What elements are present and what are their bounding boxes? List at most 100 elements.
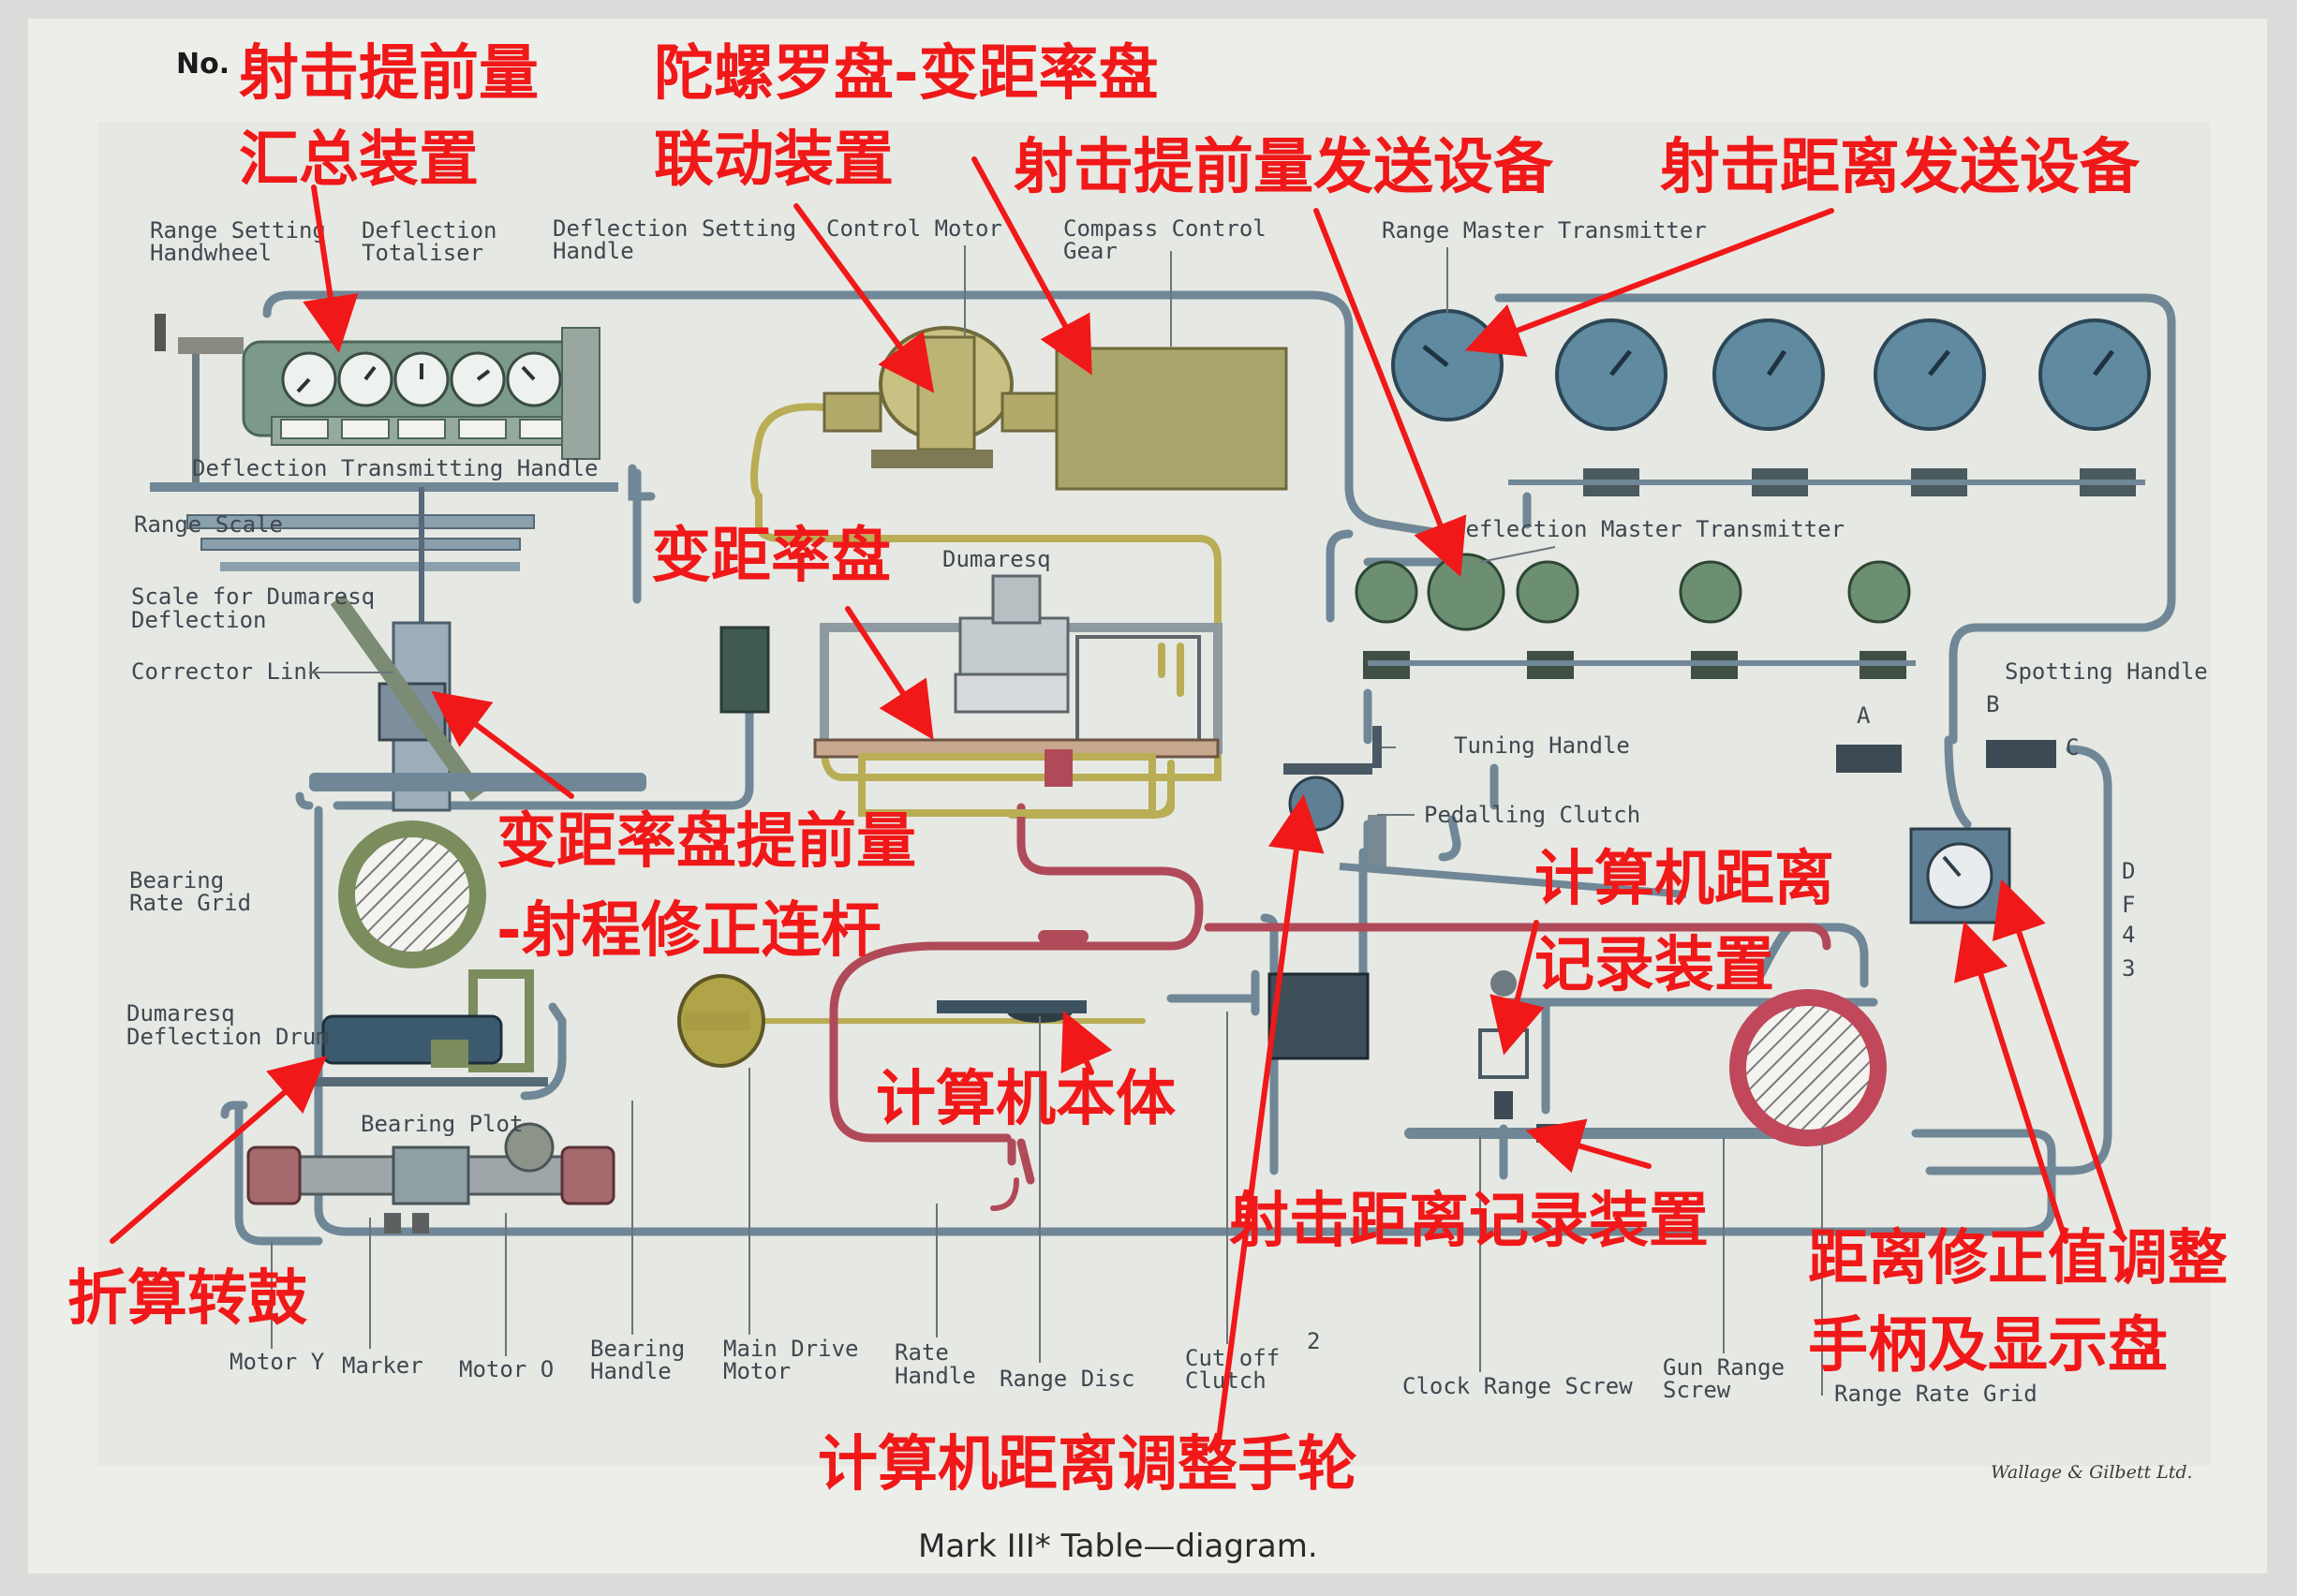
computer-main-box — [1267, 972, 1370, 1060]
drum-shaft — [520, 1002, 567, 1101]
label-pedalling-clutch: Pedalling Clutch — [1424, 802, 1640, 828]
annotation-dumaresq: 变距率盘 — [651, 522, 891, 591]
arrow-compass-gear — [971, 156, 1092, 376]
label-range-setting-handwheel-2: Handwheel — [150, 240, 272, 266]
range-transmitter-dials — [1391, 309, 2151, 496]
range-rate-grid-shape — [1729, 989, 1887, 1146]
label-compass-control-gear-1: Compass Control — [1063, 215, 1267, 242]
leader-lines — [271, 245, 1823, 1396]
label-3: 3 — [2122, 955, 2135, 982]
annotation-correction-handle-1: 距离修正值调整 — [1808, 1224, 2228, 1293]
chinese-annotations: 射击提前量 汇总装置 陀螺罗盘-变距率盘 联动装置 射击提前量发送设备 射击距离… — [67, 39, 2228, 1500]
red-loop — [829, 803, 1204, 1143]
label-rate-handle-1: Rate — [895, 1339, 949, 1366]
label-motor-y: Motor Y — [230, 1349, 325, 1375]
english-labels: No. Range Setting Handwheel Deflection T… — [126, 48, 2208, 1565]
label-a: A — [1857, 702, 1871, 729]
left-stub — [295, 791, 314, 810]
arrow-computer-range-recorder — [1489, 920, 1545, 1056]
arrow-range-handwheel — [1215, 794, 1325, 1450]
brass-pipe-top — [750, 403, 1222, 650]
label-bearing-plot: Bearing Plot — [361, 1111, 523, 1137]
deflection-drum-shape — [309, 1014, 548, 1086]
label-deflection-drum-2: Deflection Drum — [126, 1024, 330, 1050]
label-deflection-drum-1: Dumaresq — [126, 1000, 235, 1027]
deflection-totaliser — [150, 314, 618, 492]
counter-c — [1986, 740, 2056, 768]
annotation-computer-range-recorder-2: 记录装置 — [1534, 931, 1774, 1000]
arrow-gun-range-recorder — [1525, 1118, 1652, 1174]
label-f: F — [2122, 892, 2135, 918]
label-main-drive-motor-1: Main Drive — [723, 1336, 859, 1362]
main-drive-motor-shape — [677, 974, 1087, 1068]
annotation-correction-handle-2: 手柄及显示盘 — [1808, 1311, 2168, 1381]
corrector-lower-shaft — [333, 642, 754, 810]
annotation-compass-link-2: 联动装置 — [654, 126, 894, 195]
label-two: 2 — [1307, 1328, 1320, 1354]
label-deflection-transmitting-handle: Deflection Transmitting Handle — [192, 455, 598, 481]
annotation-corrector-link-1: 变距率盘提前量 — [496, 807, 916, 877]
range-setting-handwheel-shape — [178, 337, 244, 354]
label-b: B — [1986, 691, 1999, 717]
annotation-range-transmitter: 射击距离发送设备 — [1660, 133, 2141, 202]
arrow-dumaresq — [845, 606, 934, 741]
corrector-link-bar — [330, 594, 485, 802]
label-spotting-handle: Spotting Handle — [2005, 658, 2208, 685]
annotation-gun-range-recorder: 射击距离记录装置 — [1229, 1187, 1709, 1256]
spotting-handle-assembly — [1836, 740, 2056, 924]
label-bearing-handle-1: Bearing — [590, 1336, 685, 1362]
top-shaft — [262, 290, 1438, 537]
caption: Mark III* Table—diagram. — [918, 1528, 1318, 1565]
spotting-shaft — [1944, 735, 1972, 829]
label-main-drive-motor-2: Motor — [723, 1358, 791, 1384]
annotation-corrector-link-2: -射程修正连杆 — [496, 896, 882, 966]
label-range-master-transmitter: Range Master Transmitter — [1382, 217, 1707, 244]
label-rate-handle-2: Handle — [895, 1363, 976, 1389]
label-c: C — [2066, 734, 2079, 761]
lower-left-stub — [220, 1101, 248, 1119]
arrow-deflection-transmitter — [1313, 208, 1467, 578]
label-range-scale: Range Scale — [134, 511, 283, 538]
label-deflection-setting-handle-1: Deflection Setting — [553, 215, 796, 242]
right-lower-shaft — [1925, 745, 2112, 1175]
label-bearing-handle-2: Handle — [590, 1358, 672, 1384]
arrow-correction-dial — [1953, 921, 2068, 1244]
label-clock-range-screw: Clock Range Screw — [1402, 1373, 1633, 1399]
annotation-computer-body: 计算机本体 — [876, 1065, 1176, 1134]
label-motor-o: Motor O — [459, 1356, 554, 1382]
label-deflection-master-transmitter: Deflection Master Transmitter — [1452, 516, 1845, 542]
annotation-deflection-totaliser-2: 汇总装置 — [239, 126, 479, 195]
label-compass-control-gear-2: Gear — [1063, 238, 1118, 264]
dumaresq-shape — [813, 574, 1223, 817]
deflection-transmitter-dials — [1355, 553, 1916, 679]
red-drive-loop — [829, 803, 1831, 1211]
label-bearing-rate-grid-1: Bearing — [129, 867, 224, 894]
label-deflection-totaliser-2: Totaliser — [362, 240, 483, 266]
arrow-range-transmitter — [1464, 208, 1834, 357]
right-upper-shaft — [1494, 293, 2176, 745]
label-corrector-link: Corrector Link — [131, 658, 321, 685]
label-bearing-rate-grid-2: Rate Grid — [129, 890, 251, 916]
arrow-control-motor — [793, 203, 935, 393]
bearing-rate-grid-shape — [338, 820, 534, 1072]
label-scale-dumaresq-1: Scale for Dumaresq — [131, 584, 375, 610]
label-range-setting-handwheel-1: Range Setting — [150, 217, 326, 244]
label-control-motor: Control Motor — [826, 215, 1002, 242]
counter-a — [1836, 745, 1902, 773]
arrow-deflection-drum — [110, 1056, 328, 1244]
annotation-deflection-transmitter: 射击提前量发送设备 — [1014, 133, 1554, 202]
label-range-rate-grid: Range Rate Grid — [1834, 1381, 2038, 1407]
label-scale-dumaresq-2: Deflection — [131, 607, 267, 633]
annotation-compass-link-1: 陀螺罗盘-变距率盘 — [654, 39, 1159, 109]
arrow-computer-body — [1060, 1011, 1113, 1075]
label-gun-range-screw-2: Screw — [1663, 1377, 1731, 1403]
annotation-range-handwheel: 计算机距离调整手轮 — [818, 1430, 1357, 1500]
label-deflection-setting-handle-2: Handle — [553, 238, 634, 264]
number-label: No. — [176, 48, 230, 81]
bottom-loop — [314, 805, 2056, 1236]
small-switch-box — [719, 626, 770, 714]
label-range-disc: Range Disc — [1000, 1366, 1135, 1392]
arrow-corrector-link — [431, 690, 574, 799]
